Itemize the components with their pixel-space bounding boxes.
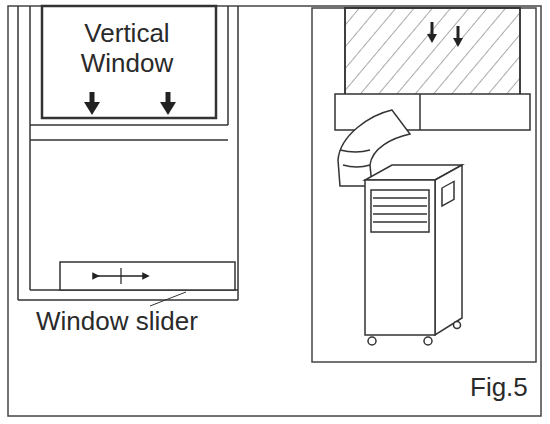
window-caption: Vertical Window xyxy=(57,18,197,78)
inset-frame xyxy=(312,8,536,362)
part-label: Window slider xyxy=(36,306,266,336)
leader-line xyxy=(150,292,186,306)
window-with-hose xyxy=(335,8,530,130)
figure-number: Fig.5 xyxy=(470,372,536,402)
portable-air-conditioner xyxy=(365,165,462,345)
down-arrows xyxy=(84,92,176,115)
window-slider xyxy=(60,262,235,290)
vertical-window xyxy=(18,6,238,300)
figure-frame xyxy=(8,6,541,416)
